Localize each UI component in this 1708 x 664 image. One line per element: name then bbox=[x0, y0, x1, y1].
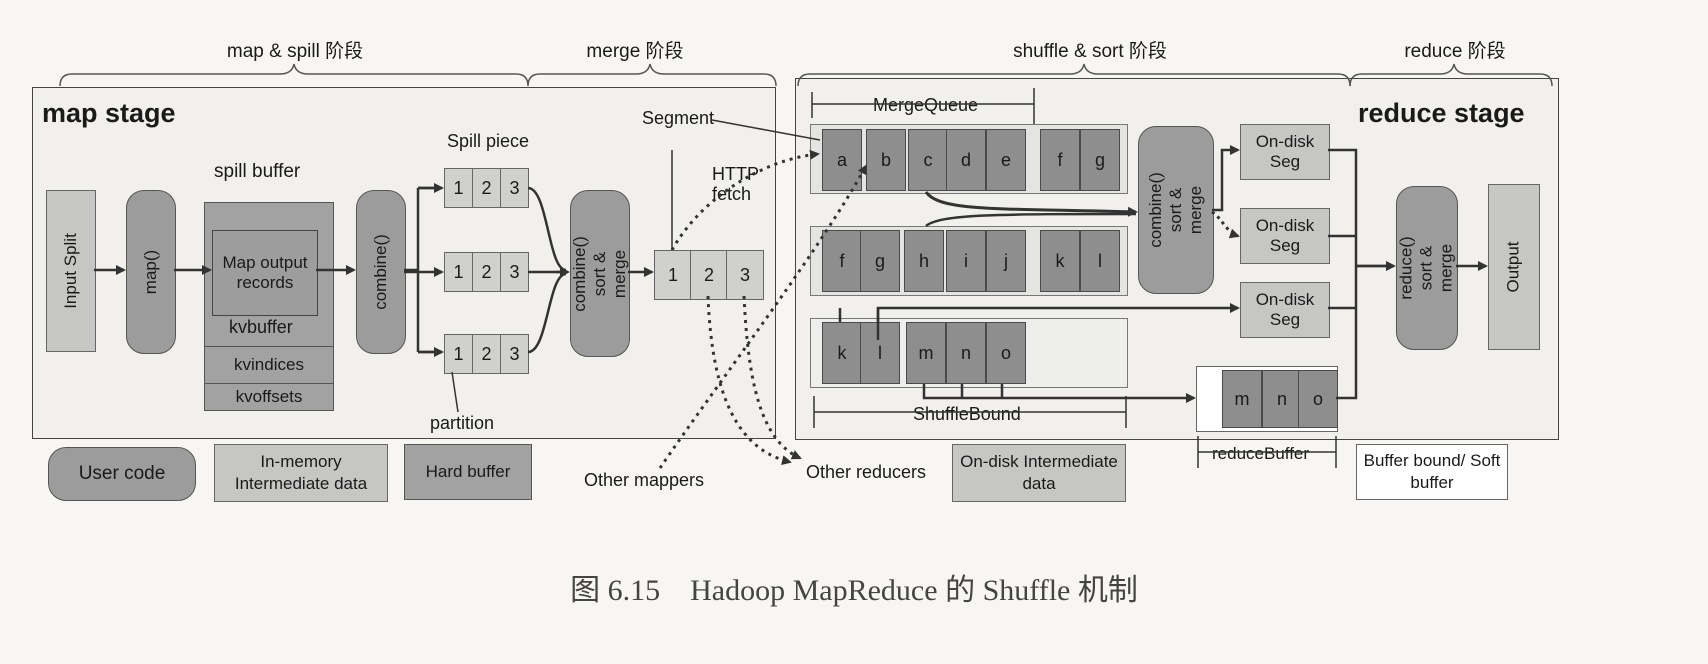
queue-cell: g bbox=[860, 230, 900, 292]
segment-label: Segment bbox=[642, 108, 715, 128]
spill-piece-1-cell: 2 bbox=[472, 168, 501, 208]
reduce-combine-merge: combine() sort & merge bbox=[1138, 126, 1214, 294]
legend-in-memory-label: In-memory Intermediate data bbox=[234, 452, 368, 493]
kvindices: kvindices bbox=[204, 346, 334, 384]
legend-hard-buffer-label: Hard buffer bbox=[425, 462, 511, 481]
legend-user-code: User code bbox=[48, 447, 196, 501]
on-disk-seg-3-label: On-disk Seg bbox=[1255, 290, 1315, 329]
reduce-stage-title: reduce stage bbox=[1358, 98, 1525, 128]
legend-in-memory: In-memory Intermediate data bbox=[214, 444, 388, 502]
segment-cell: 3 bbox=[726, 250, 764, 300]
queue-cell: i bbox=[946, 230, 986, 292]
spill-piece-1-cell: 1 bbox=[444, 168, 473, 208]
legend-hard-buffer: Hard buffer bbox=[404, 444, 532, 500]
legend-buffer-bound-label: Buffer bound/ Soft buffer bbox=[1363, 451, 1501, 492]
arrow-segs-reduce bbox=[1328, 148, 1392, 400]
brace-reduce bbox=[1349, 63, 1553, 87]
arrow-queue-combine-1 bbox=[924, 191, 1138, 217]
queue-cell: e bbox=[986, 129, 1026, 191]
other-reducers-arrow-2 bbox=[742, 295, 802, 460]
other-reducers-arrow-1 bbox=[706, 295, 792, 465]
queue-cell: g bbox=[1080, 129, 1120, 191]
partition-label: partition bbox=[430, 413, 495, 433]
queue-cell: l bbox=[860, 322, 900, 384]
queue-cell: b bbox=[866, 129, 906, 191]
legend-on-disk: On-disk Intermediate data bbox=[952, 444, 1126, 502]
map-stage-title: map stage bbox=[42, 98, 176, 128]
phase-merge: merge 阶段 bbox=[586, 41, 684, 62]
kvoffsets: kvoffsets bbox=[204, 383, 334, 411]
arrow-combine-seg2 bbox=[1211, 210, 1240, 239]
spill-piece-2-cell: 2 bbox=[472, 252, 501, 292]
spill-piece-label: Spill piece bbox=[447, 131, 530, 151]
partition-pointer bbox=[451, 371, 459, 413]
queue-cell: c bbox=[908, 129, 948, 191]
on-disk-seg-1: On-disk Seg bbox=[1240, 124, 1330, 180]
queue-cell: n bbox=[946, 322, 986, 384]
arrow-combine-spills bbox=[404, 186, 442, 354]
combine-function: combine() bbox=[356, 190, 406, 354]
on-disk-seg-1-label: On-disk Seg bbox=[1255, 132, 1315, 171]
on-disk-seg-2-label: On-disk Seg bbox=[1255, 216, 1315, 255]
kvindices-label: kvindices bbox=[234, 355, 304, 374]
map-output-records-label: Map output records bbox=[222, 253, 308, 292]
phase-shuffle-sort: shuffle & sort 阶段 bbox=[1013, 41, 1167, 62]
http-fetch-arrow bbox=[670, 149, 820, 251]
figure-caption: 图 6.15 Hadoop MapReduce 的 Shuffle 机制 bbox=[570, 574, 1138, 607]
kvbuffer-label: kvbuffer bbox=[229, 317, 293, 337]
on-disk-seg-2: On-disk Seg bbox=[1240, 208, 1330, 264]
row3-buffer-taps bbox=[960, 384, 1004, 398]
other-mappers-arrow bbox=[658, 164, 868, 469]
segment-pointer bbox=[711, 119, 821, 141]
queue-cell: j bbox=[986, 230, 1026, 292]
queue-cell: a bbox=[822, 129, 862, 191]
arrow-spills-merge bbox=[527, 186, 567, 354]
brace-merge bbox=[527, 63, 777, 87]
queue-cell: f bbox=[822, 230, 862, 292]
spill-piece-3-cell: 2 bbox=[472, 334, 501, 374]
brace-map-spill bbox=[59, 63, 529, 87]
legend-user-code-label: User code bbox=[78, 463, 166, 484]
reduce-function: reduce() sort & merge bbox=[1396, 186, 1458, 350]
on-disk-seg-3: On-disk Seg bbox=[1240, 282, 1330, 338]
queue-cell: k bbox=[1040, 230, 1080, 292]
phase-reduce: reduce 阶段 bbox=[1404, 41, 1506, 62]
queue-cell: d bbox=[946, 129, 986, 191]
output-box: Output bbox=[1488, 184, 1540, 350]
queue-cell: k bbox=[822, 322, 862, 384]
reduce-buffer-cell: m bbox=[1222, 370, 1262, 428]
reduce-buffer-cell: n bbox=[1262, 370, 1302, 428]
reduce-buffer-label: reduceBuffer bbox=[1212, 444, 1310, 463]
legend-buffer-bound: Buffer bound/ Soft buffer bbox=[1356, 444, 1508, 500]
kvoffsets-label: kvoffsets bbox=[235, 387, 303, 406]
queue-cell: l bbox=[1080, 230, 1120, 292]
spill-buffer-label: spill buffer bbox=[214, 161, 301, 182]
map-output-records: Map output records bbox=[212, 230, 318, 316]
other-mappers-label: Other mappers bbox=[584, 470, 705, 490]
brace-shuffle-sort bbox=[797, 63, 1351, 87]
arrow-queue-combine-2 bbox=[925, 212, 1137, 228]
queue-cell: o bbox=[986, 322, 1026, 384]
queue-cell: f bbox=[1040, 129, 1080, 191]
shuffle-bound-label: ShuffleBound bbox=[913, 404, 1021, 424]
arrow-row3-buffer bbox=[922, 384, 1196, 403]
queue-cell: m bbox=[906, 322, 946, 384]
map-merge-function: combine() sort & merge bbox=[570, 190, 630, 357]
map-function: map() bbox=[126, 190, 176, 354]
spill-piece-1-cell: 3 bbox=[500, 168, 529, 208]
other-reducers-label: Other reducers bbox=[806, 462, 927, 482]
segment-cell: 2 bbox=[690, 250, 728, 300]
spill-piece-3-cell: 3 bbox=[500, 334, 529, 374]
spill-piece-2-cell: 1 bbox=[444, 252, 473, 292]
arrow-row3-seg3 bbox=[876, 303, 1240, 340]
merge-queue-label: MergeQueue bbox=[873, 95, 979, 115]
arrow-combine-seg1 bbox=[1212, 145, 1240, 212]
spill-piece-2-cell: 3 bbox=[500, 252, 529, 292]
phase-map-spill: map & spill 阶段 bbox=[226, 41, 364, 62]
legend-on-disk-label: On-disk Intermediate data bbox=[960, 452, 1118, 493]
row3-taps bbox=[838, 308, 880, 322]
queue-cell: h bbox=[904, 230, 944, 292]
